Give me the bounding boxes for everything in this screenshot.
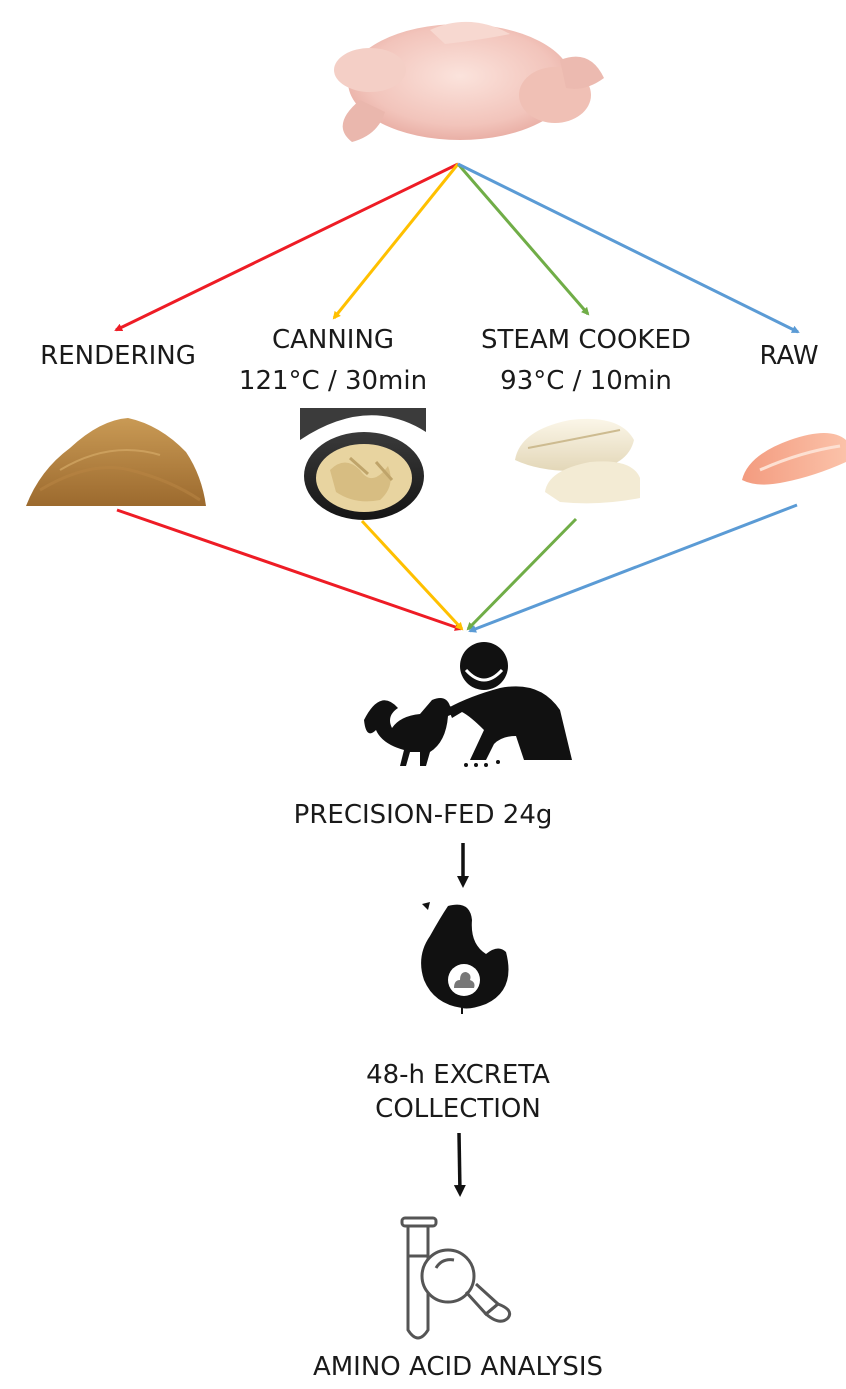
- canned-chicken-photo: [300, 408, 426, 520]
- arrow-to-canning: [334, 164, 458, 318]
- arrow-from-rendering: [117, 510, 461, 629]
- arrow-to-steam-cooked: [458, 164, 588, 314]
- analysis-step-label: AMINO ACID ANALYSIS: [248, 1352, 668, 1383]
- steam-cooked-conditions: 93°C / 10min: [452, 366, 720, 397]
- rendering-label: RENDERING: [10, 341, 226, 372]
- person-feeding-rooster-icon: [364, 642, 572, 767]
- canning-conditions: 121°C / 30min: [222, 366, 444, 397]
- steam-cooked-chicken-photo: [515, 419, 640, 503]
- hen-excreta-icon: [421, 902, 508, 1014]
- arrow-from-raw: [470, 505, 797, 631]
- canning-label: CANNING: [222, 325, 444, 356]
- whole-chicken-photo: [334, 22, 604, 142]
- arrow-to-raw: [458, 164, 798, 332]
- rendered-meal-photo: [26, 418, 206, 506]
- collection-step-label-line1: 48-h EXCRETA: [290, 1060, 626, 1091]
- test-tube-magnifier-icon: [402, 1218, 510, 1338]
- feeding-step-label: PRECISION-FED 24g: [250, 800, 596, 831]
- raw-fillet-photo: [742, 433, 846, 485]
- arrow-to-rendering: [116, 164, 458, 330]
- arrow-collection-to-analysis: [459, 1133, 460, 1193]
- steam-cooked-label: STEAM COOKED: [452, 325, 720, 356]
- collection-step-label-line2: COLLECTION: [290, 1094, 626, 1125]
- raw-label: RAW: [738, 341, 840, 372]
